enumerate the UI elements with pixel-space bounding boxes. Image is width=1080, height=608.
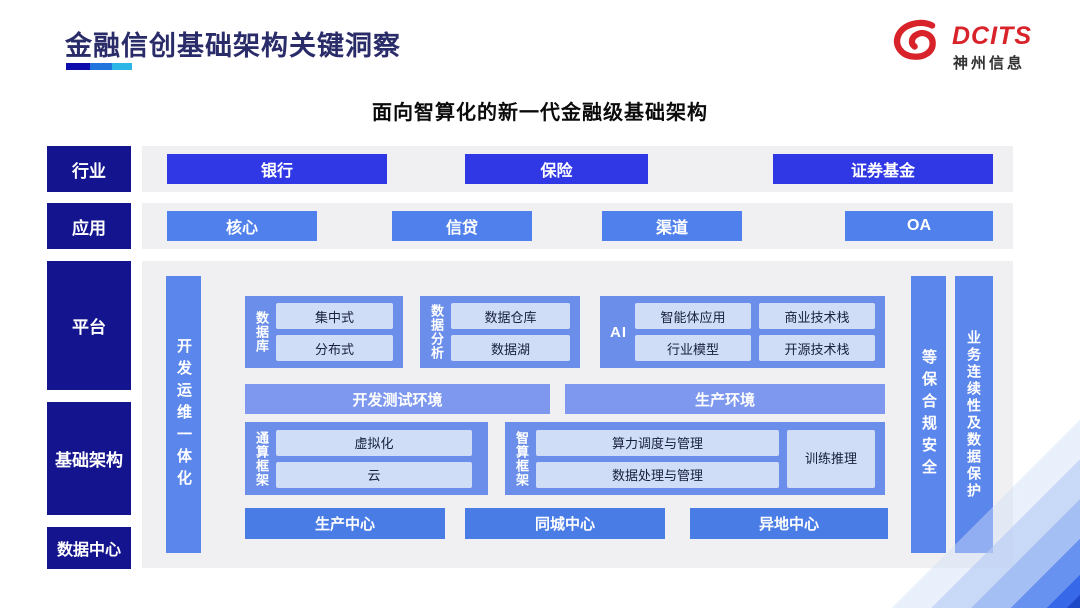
datacenter-production: 生产中心 <box>245 508 445 539</box>
database-item-distributed: 分布式 <box>276 335 393 361</box>
underline-segment-light <box>112 63 132 70</box>
ai-item-commercial-stack: 商业技术栈 <box>759 303 875 329</box>
group-general-computing: 通算框架 虚拟化 云 <box>245 422 488 495</box>
diagram-subtitle: 面向智算化的新一代金融级基础架构 <box>372 102 708 124</box>
group-ai-label: AI <box>610 323 627 341</box>
ai-item-agent-app: 智能体应用 <box>635 303 751 329</box>
application-block-credit: 信贷 <box>392 211 532 241</box>
security-bar-compliance: 等保合规安全 <box>911 276 946 553</box>
datacenter-remote: 异地中心 <box>690 508 888 539</box>
analytics-item-datalake: 数据湖 <box>451 335 570 361</box>
application-block-core: 核心 <box>167 211 317 241</box>
application-block-channel: 渠道 <box>602 211 742 241</box>
group-analytics: 数据分析 数据仓库 数据湖 <box>420 296 580 368</box>
ai-item-opensource-stack: 开源技术栈 <box>759 335 875 361</box>
group-general-computing-label: 通算框架 <box>254 430 269 487</box>
dcits-swirl-icon <box>890 18 948 73</box>
group-database-label: 数据库 <box>254 311 269 353</box>
group-ai: AI 智能体应用 商业技术栈 行业模型 开源技术栈 <box>600 296 885 368</box>
intelligent-item-compute-scheduling: 算力调度与管理 <box>536 429 779 456</box>
logo-company-text: 神州信息 <box>953 55 1026 72</box>
devops-vertical-bar: 开发运维一体化 <box>166 276 201 553</box>
row-label-application: 应用 <box>47 203 131 249</box>
row-label-industry: 行业 <box>47 146 131 192</box>
underline-segment-medium <box>90 63 112 70</box>
title-underline <box>66 63 132 70</box>
underline-segment-dark <box>66 63 90 70</box>
group-analytics-label: 数据分析 <box>429 304 444 360</box>
group-intelligent-computing: 智算框架 算力调度与管理 数据处理与管理 训练推理 <box>505 422 885 495</box>
industry-block-insurance: 保险 <box>465 154 648 184</box>
security-bar-continuity: 业务连续性及数据保护 <box>955 276 993 553</box>
env-bar-production: 生产环境 <box>565 384 885 414</box>
row-label-platform: 平台 <box>47 261 131 390</box>
general-item-cloud: 云 <box>276 461 472 488</box>
env-bar-devtest: 开发测试环境 <box>245 384 550 414</box>
industry-block-bank: 银行 <box>167 154 387 184</box>
logo-brand-text: DCITS <box>952 22 1032 50</box>
group-database: 数据库 集中式 分布式 <box>245 296 403 368</box>
general-item-virtualization: 虚拟化 <box>276 429 472 456</box>
datacenter-samecity: 同城中心 <box>465 508 665 539</box>
ai-item-industry-model: 行业模型 <box>635 335 751 361</box>
analytics-item-warehouse: 数据仓库 <box>451 303 570 329</box>
database-item-centralized: 集中式 <box>276 303 393 329</box>
industry-block-securities: 证券基金 <box>773 154 993 184</box>
page-title: 金融信创基础架构关键洞察 <box>65 31 401 61</box>
row-label-infrastructure: 基础架构 <box>47 402 131 515</box>
group-intelligent-computing-label: 智算框架 <box>514 430 529 487</box>
intelligent-side-box-training-inference: 训练推理 <box>787 429 875 488</box>
row-label-datacenter: 数据中心 <box>47 527 131 569</box>
intelligent-item-data-processing: 数据处理与管理 <box>536 461 779 488</box>
application-block-oa: OA <box>845 211 993 241</box>
